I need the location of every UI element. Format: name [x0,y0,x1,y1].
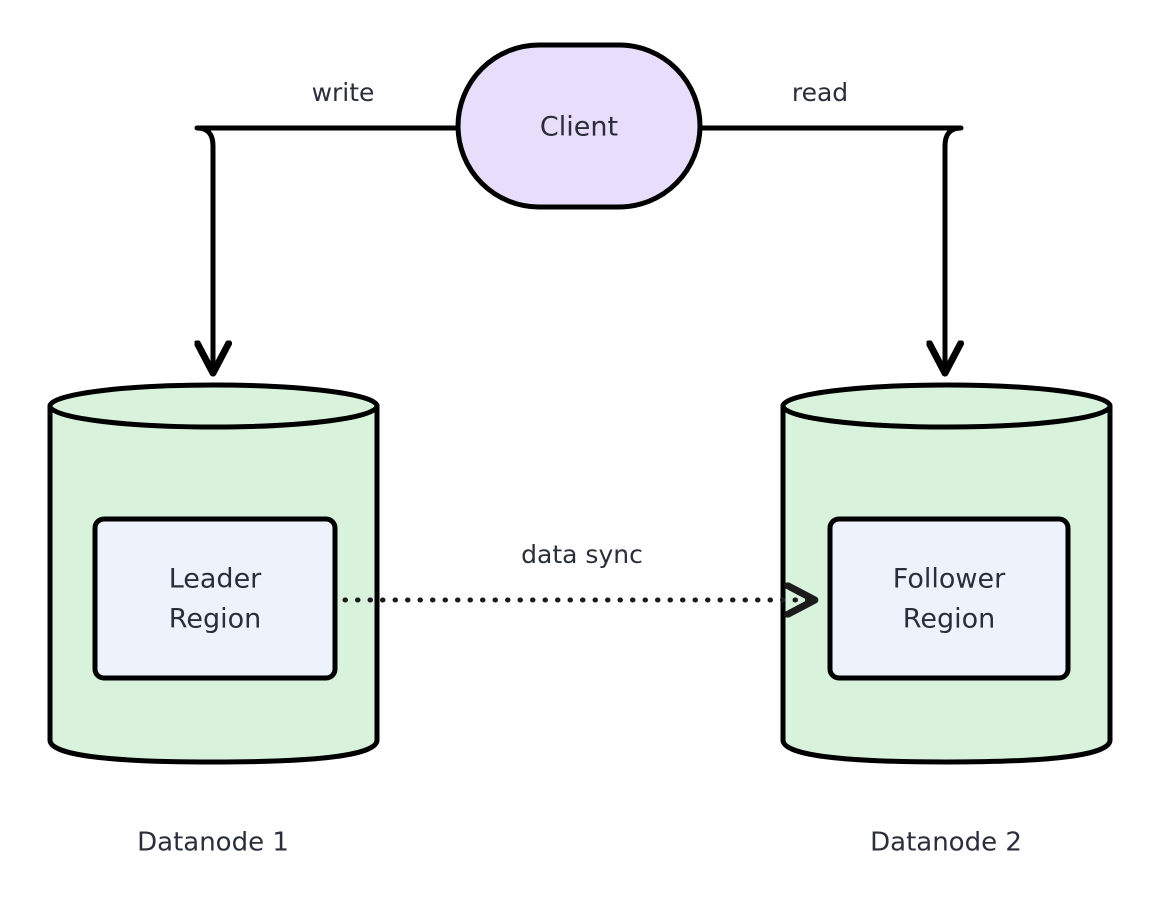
follower-region-label-line1: Follower [893,564,1006,595]
node-datanode-1[interactable]: Leader Region [47,382,380,765]
edge-read-label: read [792,78,848,107]
client-label: Client [540,112,618,143]
node-datanode-2[interactable]: Follower Region [780,382,1113,765]
datanode-1-cylinder-top [47,382,380,430]
edge-write-path [197,125,461,370]
client-pill-shape [455,42,703,210]
edge-write-label: write [312,78,375,107]
datanode-2-cylinder-top [780,382,1113,430]
edge-write: write [197,78,461,370]
follower-region-label-line2: Region [903,604,995,635]
leader-region-label-line1: Leader [169,564,262,595]
leader-region-box [92,516,338,681]
edge-read-path [697,125,961,370]
edge-read: read [697,78,961,370]
follower-region-box [827,516,1071,681]
datanode-2-caption: Datanode 2 [870,828,1022,858]
node-client[interactable]: Client [455,42,703,210]
node-follower-region[interactable]: Follower Region [827,516,1071,681]
node-leader-region[interactable]: Leader Region [92,516,338,681]
edge-data-sync-label: data sync [521,540,643,569]
datanode-1-caption: Datanode 1 [137,828,289,858]
leader-region-label-line2: Region [169,604,261,635]
edge-data-sync: data sync [342,540,812,600]
